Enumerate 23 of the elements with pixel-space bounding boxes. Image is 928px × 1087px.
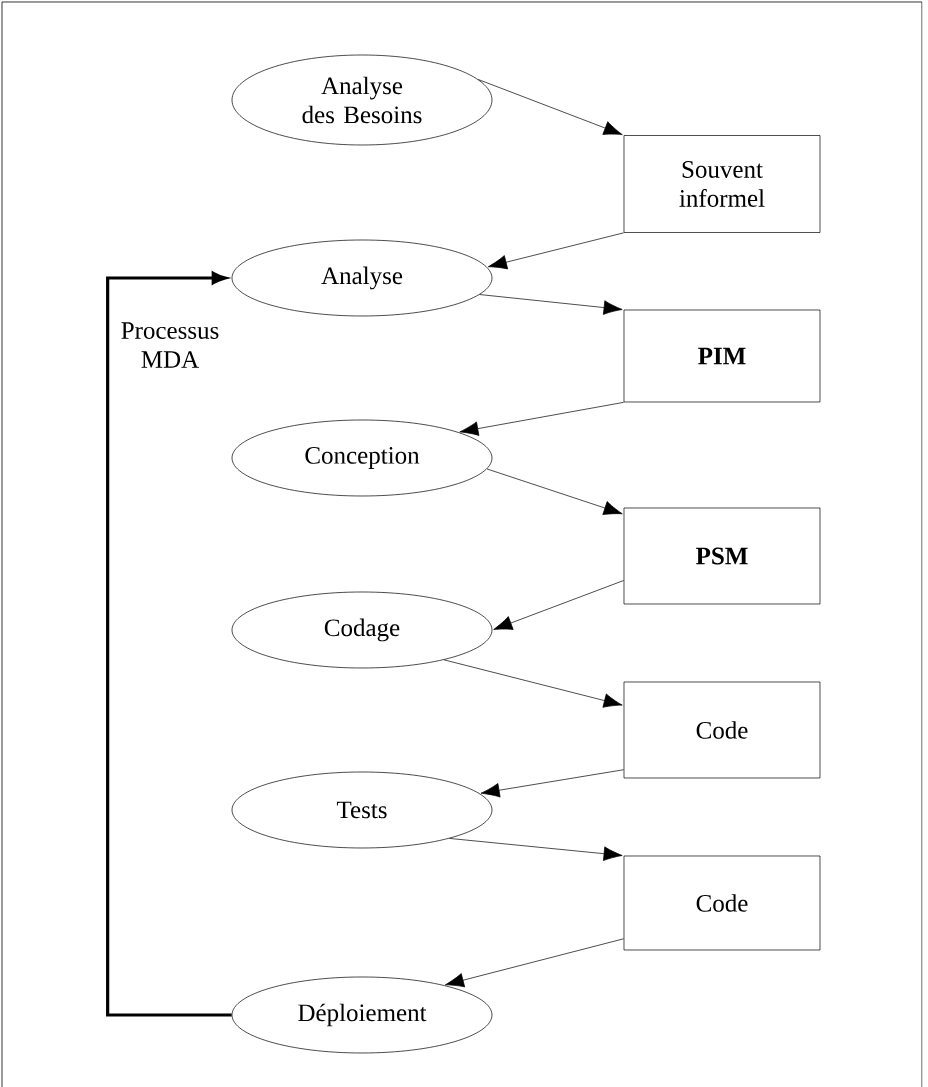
arrow [480, 769, 624, 798]
ellipse-node: Analyse des Besoins [231, 54, 493, 146]
ellipse-node: Codage [231, 591, 493, 669]
arrow [449, 838, 623, 861]
process-box: Souvent informel [623, 135, 821, 233]
arrow [106, 271, 232, 1017]
arrow [445, 938, 624, 988]
process-box: PSM [623, 507, 821, 605]
arrow [493, 580, 624, 630]
arrow [459, 402, 624, 436]
ellipse-node: Analyse [231, 239, 493, 317]
arrow [443, 659, 623, 708]
process-box: PIM [623, 309, 821, 403]
ellipse-node: Déploiement [231, 976, 493, 1054]
arrow [486, 468, 623, 515]
arrow [479, 294, 623, 315]
process-box: Code [623, 681, 821, 779]
ellipse-node: Tests [231, 771, 493, 849]
ellipse-node: Conception [231, 419, 493, 497]
process-box: Code [623, 855, 821, 951]
edge-label: Processus MDA [113, 320, 227, 370]
arrow [477, 79, 623, 135]
arrow [488, 232, 624, 270]
